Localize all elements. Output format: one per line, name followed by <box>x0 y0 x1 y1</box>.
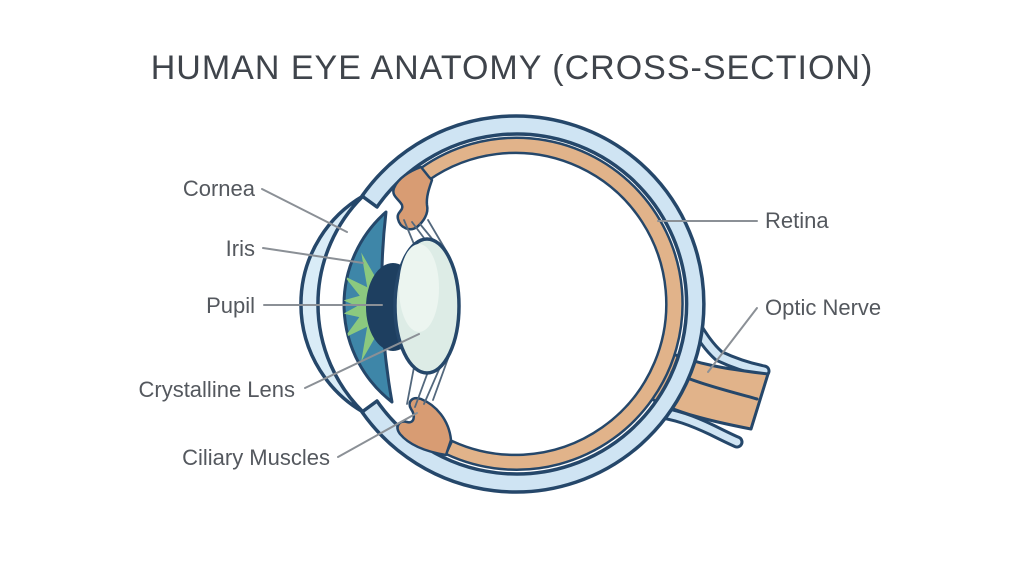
leader-lines <box>261 188 758 458</box>
leader-line-iris <box>262 247 364 264</box>
lens-highlight <box>399 244 439 332</box>
label-pupil: Pupil <box>206 293 255 318</box>
label-crystalline-lens: Crystalline Lens <box>138 377 295 402</box>
cornea-shape <box>299 194 365 414</box>
page-title: HUMAN EYE ANATOMY (CROSS-SECTION) <box>151 49 874 87</box>
leader-line-crystalline-lens <box>304 333 420 389</box>
leader-line-optic-nerve <box>707 307 758 373</box>
label-ciliary-muscles: Ciliary Muscles <box>182 445 330 470</box>
ciliary-muscle-top-shape <box>392 165 434 231</box>
optic-nerve-sheath-lower <box>651 408 741 446</box>
label-optic-nerve: Optic Nerve <box>765 295 881 320</box>
leader-line-ciliary-muscles <box>337 412 418 458</box>
ciliary-muscle-bottom-shape <box>396 397 453 457</box>
label-cornea: Cornea <box>183 176 256 201</box>
label-iris: Iris <box>226 236 255 261</box>
label-retina: Retina <box>765 208 829 233</box>
leader-line-cornea <box>261 188 348 233</box>
